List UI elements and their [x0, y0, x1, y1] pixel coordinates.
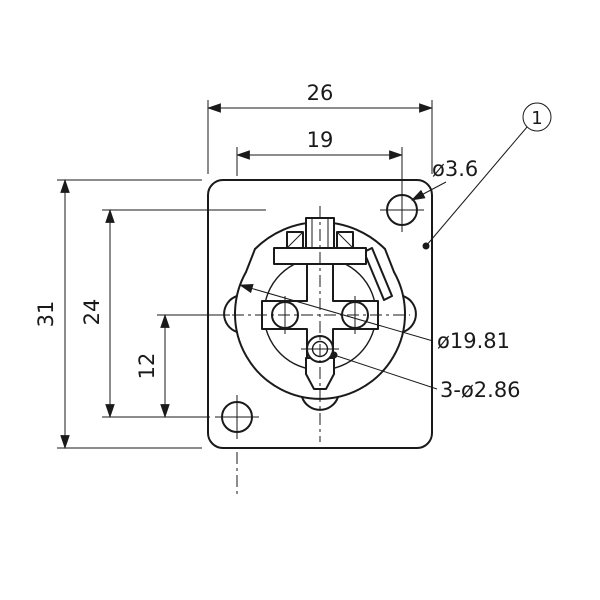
balloon-leader	[422, 126, 528, 250]
ear-right	[402, 295, 417, 333]
balloon-circle	[522, 102, 552, 132]
balloon-callout: 1	[522, 102, 552, 132]
dim-label-hole-spacing-v: 24	[80, 299, 104, 326]
latch-spring-right	[336, 231, 354, 249]
leader-contact-holes	[330, 351, 438, 390]
shell-shoulder-right	[384, 248, 395, 273]
dim-label-connector-dia: ø19.81	[437, 329, 510, 353]
leader-lines	[238, 126, 528, 390]
leader-mount-hole-dia	[411, 181, 447, 201]
ground-tab	[363, 247, 393, 301]
ear-left	[223, 295, 238, 333]
balloon-label: 1	[531, 108, 542, 129]
dim-label-outer-height: 31	[34, 301, 58, 328]
leader-connector-dia	[238, 284, 434, 342]
latch-spring-left	[286, 231, 304, 249]
ear-bottom	[301, 396, 339, 411]
mount-hole-top-right	[380, 188, 424, 232]
centerlines	[232, 206, 410, 496]
dimension-lines	[60, 103, 434, 450]
shell-shoulder-left	[245, 248, 256, 273]
dim-label-contact-holes: 3-ø2.86	[440, 378, 521, 402]
dim-label-outer-width: 26	[307, 81, 334, 105]
mount-hole-bottom-left	[215, 395, 259, 439]
dim-label-mount-hole-dia: ø3.6	[432, 157, 478, 181]
dim-label-hole-spacing-h: 19	[307, 128, 334, 152]
dim-label-pin-to-center: 12	[135, 353, 159, 380]
